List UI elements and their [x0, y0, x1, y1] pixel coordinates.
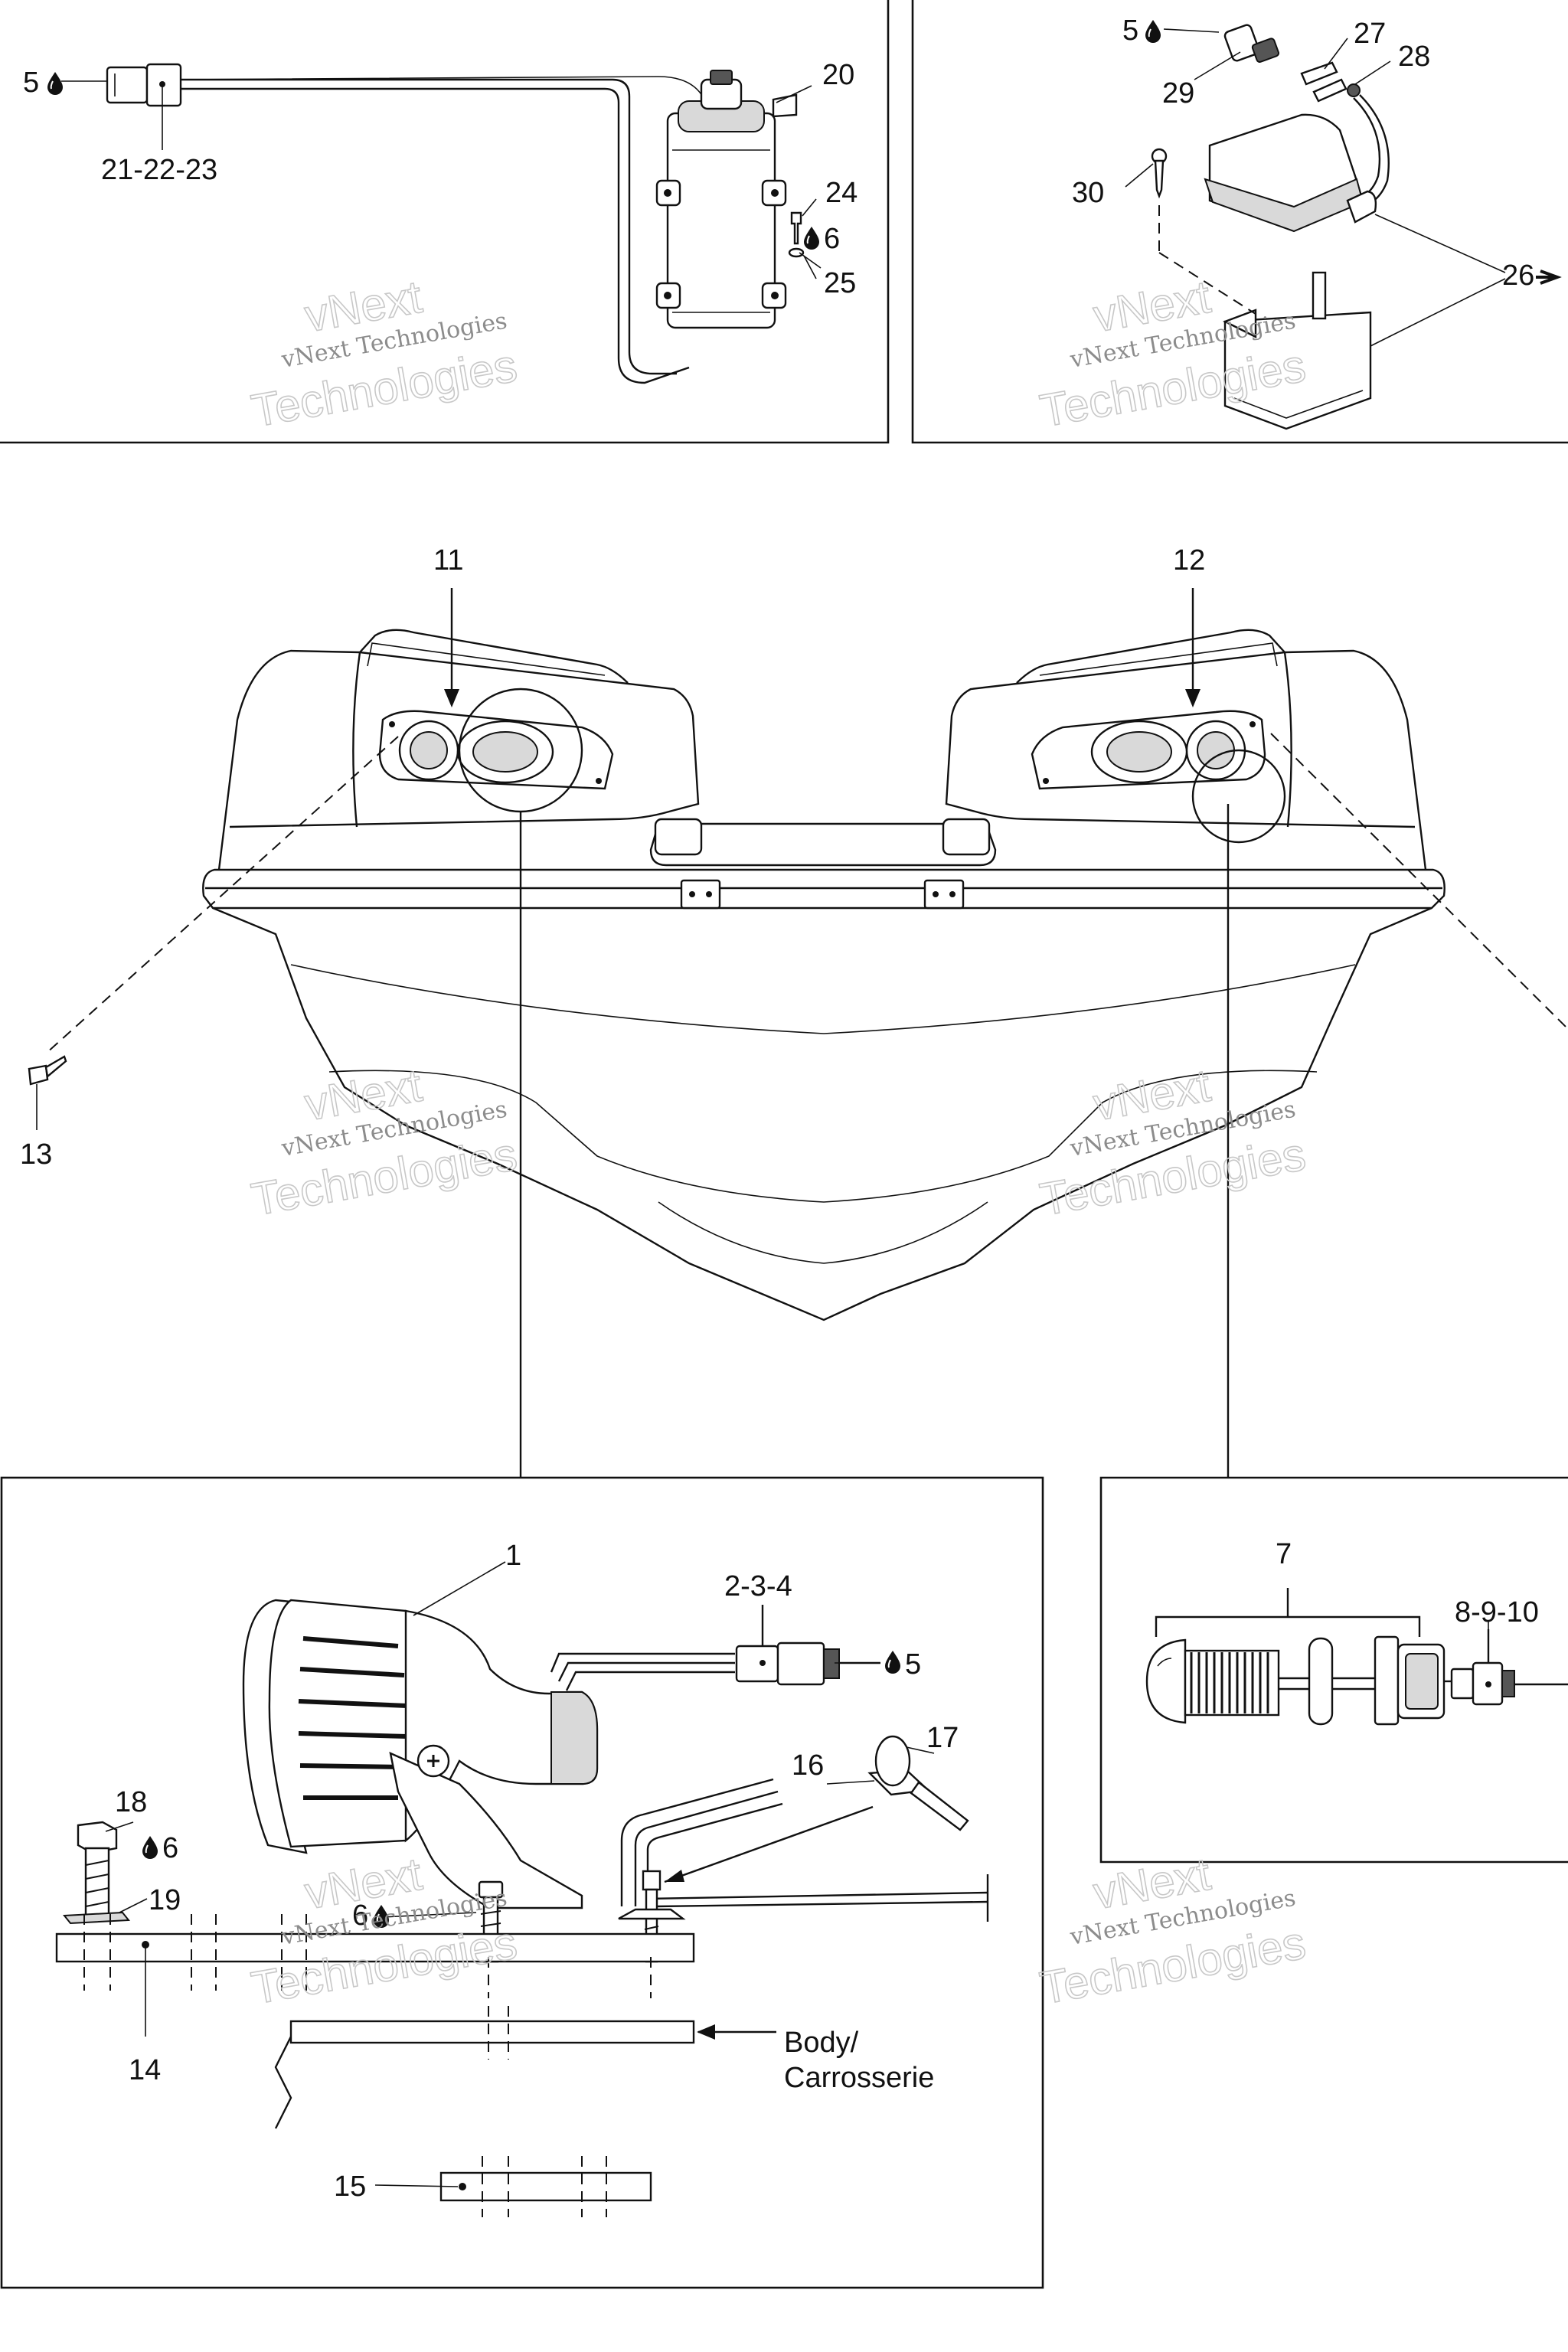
top-right-frame: [911, 0, 1568, 444]
junction-box-assembly: [1151, 24, 1506, 430]
callout-6: 6: [162, 1832, 178, 1864]
callout-5: 5: [23, 67, 39, 99]
watermark-mid-left: vNext vNext Technologies Technologies: [247, 1059, 521, 1226]
callout-18: 18: [115, 1786, 147, 1818]
callout-17: 17: [926, 1722, 959, 1754]
bottom-right-frame: [1099, 1476, 1568, 1864]
callout-28: 28: [1398, 41, 1430, 73]
body-label-line2: Carrosserie: [784, 2062, 934, 2094]
callout-24: 24: [825, 177, 858, 209]
oil-drop-icon: [884, 1650, 901, 1674]
oil-drop-icon: [1145, 19, 1161, 44]
fog-lamp-detail: [55, 1599, 989, 2217]
watermark-bottom-right: vNext vNext Technologies Technologies: [1036, 1847, 1310, 2014]
callout-6: 6: [824, 223, 840, 255]
bottom-left-frame: [0, 1476, 1044, 2289]
callout-6: 6: [352, 1900, 368, 1932]
watermark-mid-right: vNext vNext Technologies Technologies: [1036, 1059, 1310, 1226]
callout-30: 30: [1072, 177, 1104, 209]
top-left-frame: [0, 0, 890, 444]
callout-1: 1: [505, 1540, 521, 1572]
callout-25: 25: [824, 267, 856, 299]
callout-leaders: [36, 28, 1489, 2187]
callout-12: 12: [1173, 544, 1205, 577]
callout-21-22-23: 21-22-23: [101, 154, 217, 186]
courtesy-lamp-detail: [1145, 1588, 1568, 1726]
callout-16: 16: [792, 1749, 824, 1782]
boat-front-view: [28, 588, 1568, 1478]
callout-labels: 5 21-22-23 20 24 6 25 5 27 28 29 30 26 1…: [20, 15, 1562, 2203]
callout-5: 5: [1122, 15, 1138, 47]
callout-14: 14: [129, 2054, 161, 2086]
callout-15: 15: [334, 2171, 366, 2203]
callout-8-9-10: 8-9-10: [1455, 1596, 1539, 1628]
callout-19: 19: [149, 1884, 181, 1916]
callout-13: 13: [20, 1138, 52, 1171]
pump-assembly: [106, 63, 805, 384]
oil-drop-icon: [803, 226, 820, 250]
callout-27: 27: [1354, 18, 1386, 50]
arrow-right-icon: [1536, 270, 1562, 285]
callout-29: 29: [1162, 77, 1194, 109]
callout-11: 11: [433, 544, 463, 577]
oil-drop-icon: [142, 1835, 158, 1860]
callout-7: 7: [1276, 1538, 1292, 1570]
callout-26: 26: [1502, 260, 1534, 292]
callout-20: 20: [822, 59, 854, 91]
body-label-line1: Body/: [784, 2027, 859, 2059]
watermark-top-left: vNext vNext Technologies Technologies: [247, 270, 521, 437]
oil-drop-icon: [47, 71, 64, 96]
callout-5: 5: [905, 1648, 921, 1681]
callout-2-3-4: 2-3-4: [724, 1570, 792, 1602]
